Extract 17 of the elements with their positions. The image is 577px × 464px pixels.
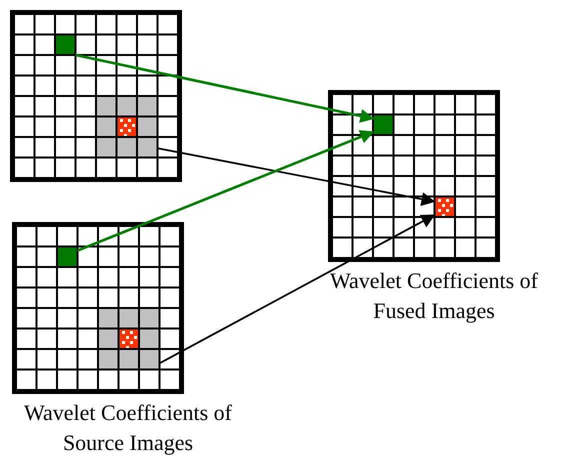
- dotted-coefficient-cell: [116, 116, 137, 137]
- coefficient-cell: [57, 246, 78, 267]
- dotted-coefficient-cell: [434, 196, 455, 217]
- dotted-coefficient-cell: [118, 328, 139, 349]
- coefficient-grid: [328, 90, 500, 262]
- neighborhood-window: [96, 96, 158, 158]
- arrow: [75, 54, 374, 123]
- coefficient-grid: [10, 10, 182, 182]
- caption: Wavelet Coefficients of Source Images: [23, 399, 233, 457]
- arrow: [159, 214, 436, 364]
- coefficient-cell: [373, 114, 394, 135]
- arrow: [157, 147, 436, 206]
- coefficient-cell: [55, 34, 76, 55]
- coefficient-grid: [12, 222, 184, 394]
- caption: Wavelet Coefficients of Fused Images: [329, 267, 539, 325]
- neighborhood-window: [98, 308, 160, 370]
- arrow: [77, 130, 374, 252]
